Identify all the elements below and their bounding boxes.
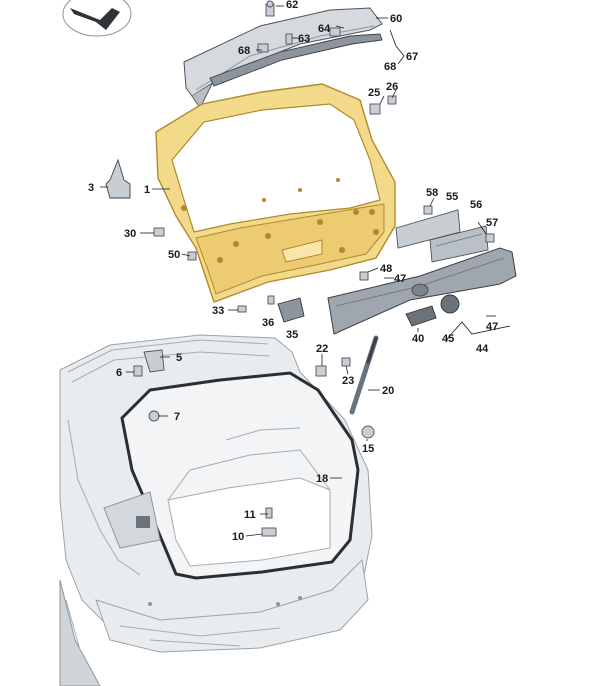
callout-44: 44: [476, 343, 489, 355]
callout-11: 11: [244, 509, 256, 521]
callout-3: 3: [88, 182, 94, 194]
callout-33: 33: [212, 305, 224, 317]
callout-67: 67: [406, 51, 418, 63]
callout-6: 6: [116, 367, 122, 379]
callout-47b: 47: [486, 321, 498, 333]
callout-26: 26: [386, 81, 398, 93]
forward-arrow-icon: [62, 0, 132, 37]
callout-15: 15: [362, 443, 374, 455]
callout-40: 40: [412, 333, 424, 345]
callout-48: 48: [380, 263, 392, 275]
car-body: [59, 334, 373, 686]
callout-10: 10: [232, 531, 244, 543]
callout-50: 50: [168, 249, 180, 261]
callout-68a: 68: [238, 45, 250, 57]
callout-20: 20: [382, 385, 394, 397]
callout-23: 23: [342, 375, 354, 387]
callout-47a: 47: [394, 273, 406, 285]
callout-1: 1: [144, 184, 150, 196]
callout-labels: 1 3 5 6 7 10 11 15 18 20 22 23 25 26 30 …: [88, 0, 498, 543]
trim-parts: [105, 95, 517, 537]
callout-60: 60: [390, 13, 402, 25]
callout-7: 7: [174, 411, 180, 423]
callout-63: 63: [298, 33, 310, 45]
tailgate-panel: [155, 83, 396, 303]
callout-5: 5: [176, 352, 182, 364]
callout-25: 25: [368, 87, 380, 99]
callout-62: 62: [286, 0, 298, 11]
callout-18: 18: [316, 473, 328, 485]
callout-45: 45: [442, 333, 454, 345]
callout-55: 55: [446, 191, 458, 203]
callout-36: 36: [262, 317, 274, 329]
callout-64: 64: [318, 23, 331, 35]
callout-68b: 68: [384, 61, 396, 73]
callout-58: 58: [426, 187, 438, 199]
callout-35: 35: [286, 329, 298, 341]
callout-57: 57: [486, 217, 498, 229]
spoiler-fasteners: [257, 0, 341, 53]
callout-56: 56: [470, 199, 482, 211]
leader-lines: [100, 5, 511, 537]
callout-22: 22: [316, 343, 328, 355]
callout-30: 30: [124, 228, 136, 240]
